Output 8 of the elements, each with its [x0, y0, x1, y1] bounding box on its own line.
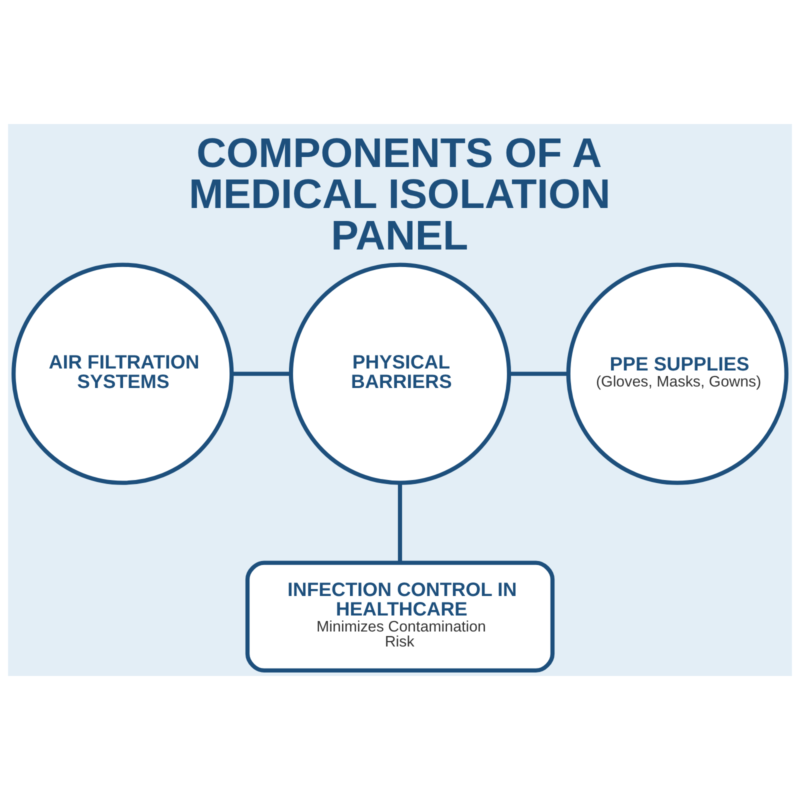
node-circle: PPE SUPPLIES (Gloves, Masks, Gowns) [566, 262, 788, 485]
connector [232, 372, 290, 376]
connector [398, 482, 402, 563]
node-circle: PHYSICAL BARRIERS [288, 262, 512, 485]
connector [509, 372, 568, 376]
diagram-title: COMPONENTS OF A MEDICAL ISOLATION PANEL [188, 130, 610, 259]
node-box: INFECTION CONTROL IN HEALTHCARE Minimizes Contamination Risk [245, 560, 555, 673]
node-circle: AIR FILTRATION SYSTEMS [12, 262, 234, 485]
